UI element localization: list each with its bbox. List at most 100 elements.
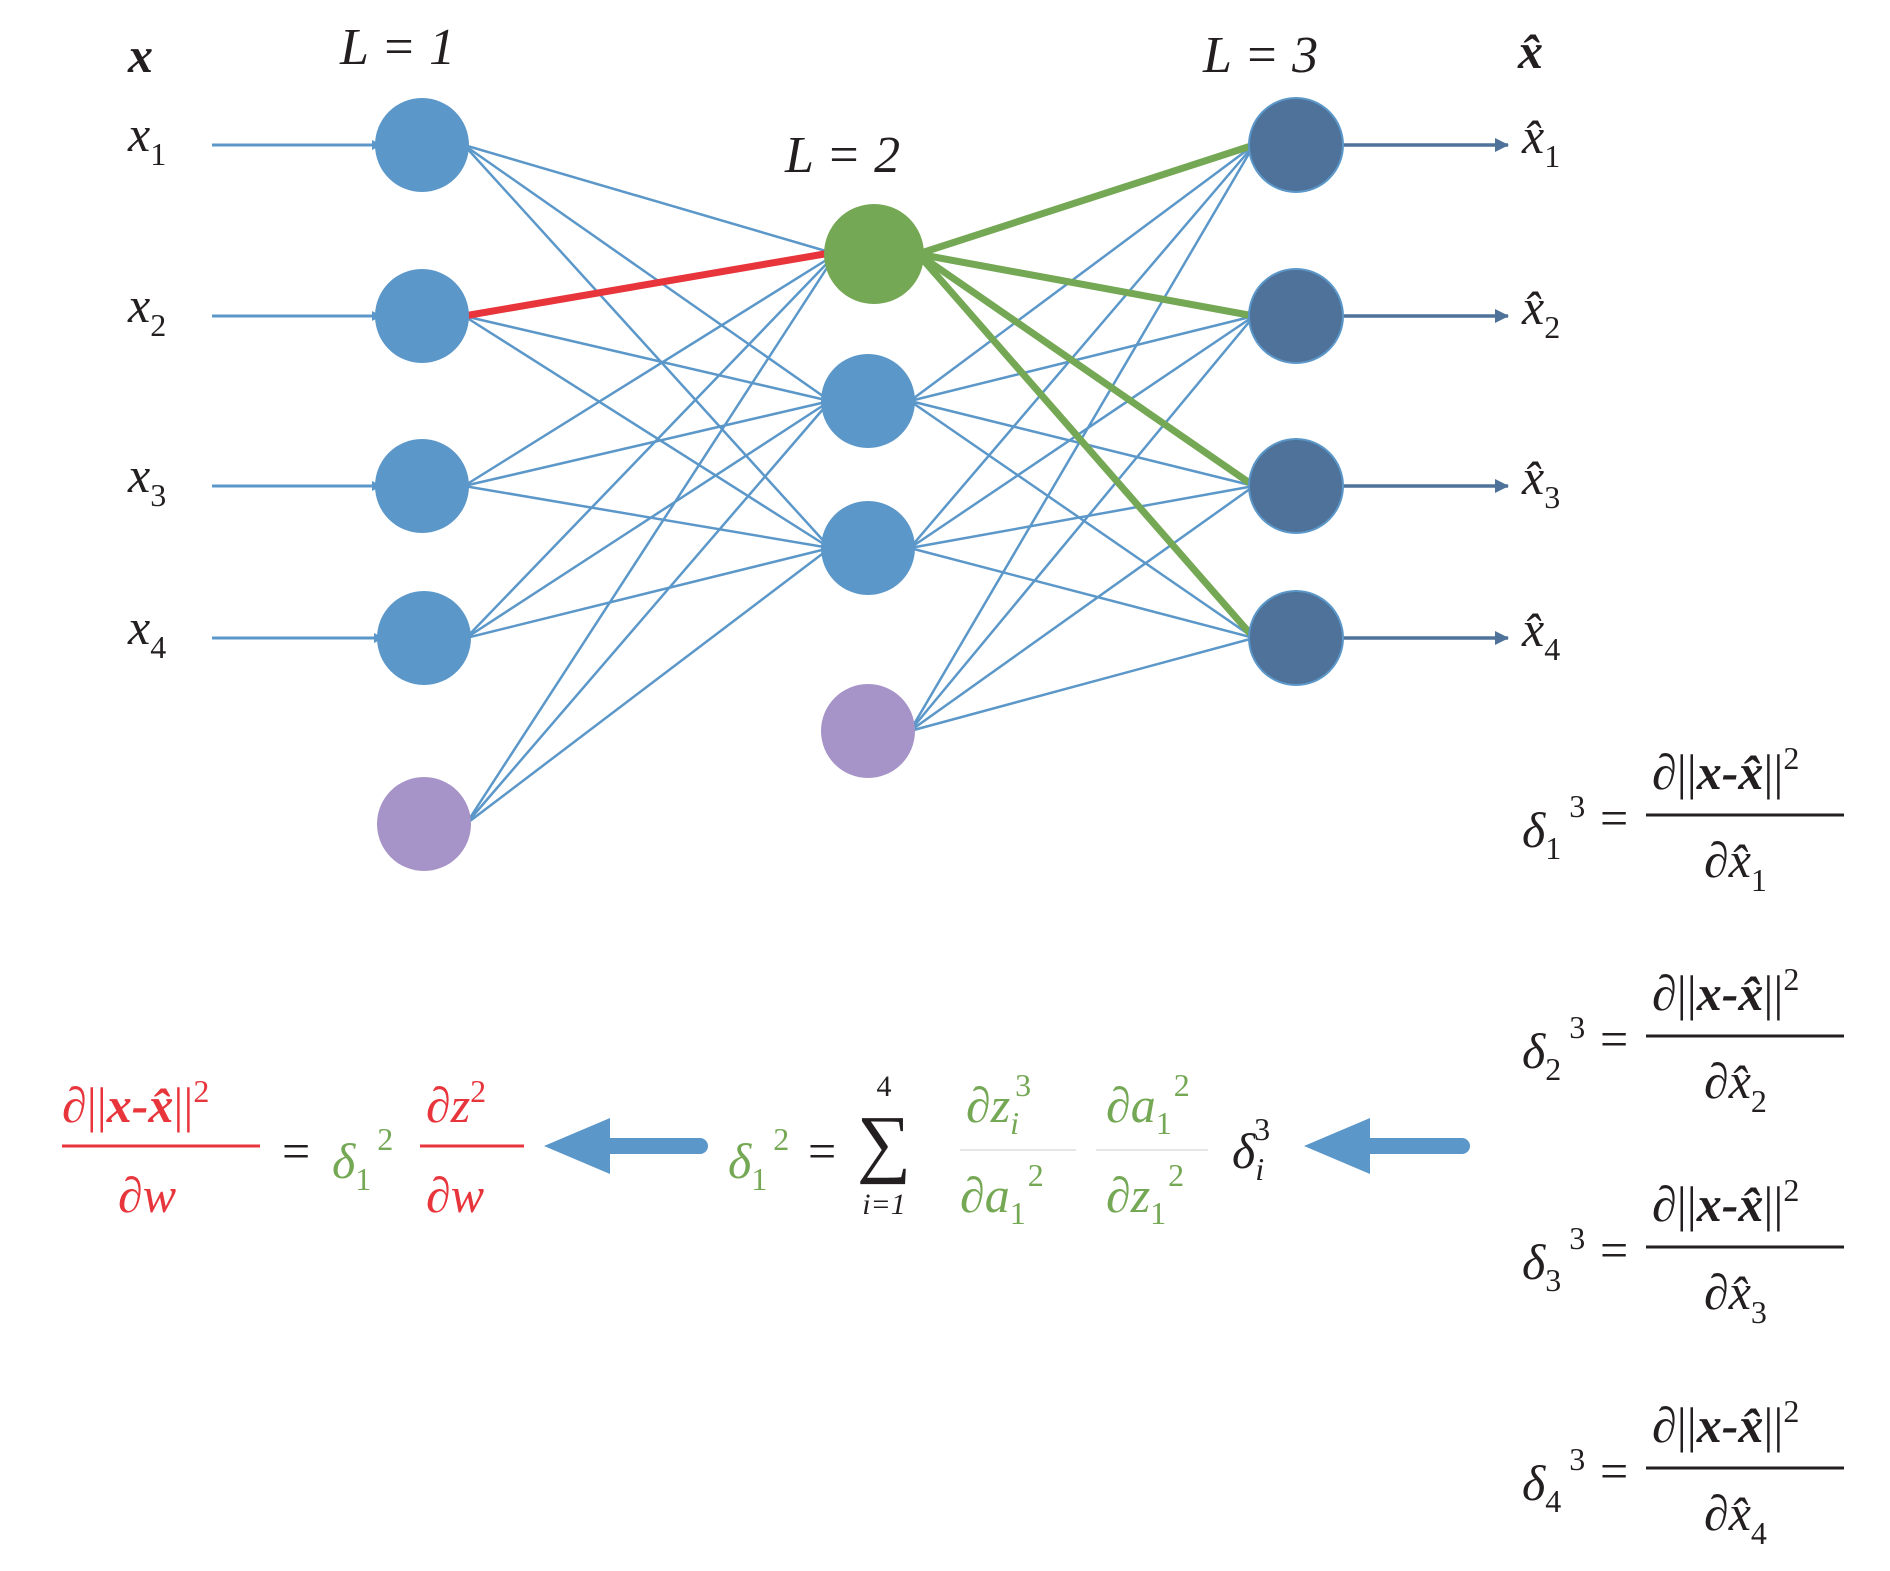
highlighted-edges	[460, 141, 1258, 642]
layer-1-label: L = 1	[339, 19, 455, 76]
l3-node-3	[1248, 438, 1344, 534]
edge-highlight-green-4	[914, 250, 1258, 642]
edge-l1-4-l2-2	[465, 399, 831, 640]
delta-equation-4: δ43=∂||x-x̂||2∂x̂4	[1522, 1393, 1844, 1551]
network-nodes	[375, 97, 1344, 871]
equals-sign-2: =	[808, 1123, 836, 1179]
delta-i-3: δi3	[1232, 1111, 1270, 1187]
edge-l1-4-l2-1	[465, 253, 837, 639]
backprop-arrow-right	[1304, 1118, 1470, 1174]
f2-denominator: ∂z12	[1106, 1157, 1184, 1231]
edge-l1-3-l2-1	[463, 252, 837, 488]
edge-l2-3-l3-2	[909, 314, 1255, 550]
delta-equals-4: =	[1600, 1443, 1628, 1499]
loss-denominator: ∂w	[118, 1167, 176, 1223]
l2-node-3	[821, 501, 915, 595]
delta-lhs-1: δ13	[1522, 788, 1585, 866]
edge-highlight-red	[460, 248, 840, 320]
delta-lhs-4: δ43	[1522, 1441, 1585, 1519]
output-label-1: x̂1	[1521, 108, 1560, 174]
delta-numerator-1: ∂||x-x̂||2	[1652, 740, 1799, 800]
l3-node-1	[1248, 97, 1344, 193]
edge-l2-2-l3-1	[909, 143, 1255, 403]
edge-l1-4-l2-3	[465, 546, 831, 640]
edge-l1-5-l2-2	[465, 400, 831, 825]
edge-l1-2-l2-3	[463, 314, 831, 550]
edge-l2-2-l3-2	[909, 314, 1255, 403]
delta-equals-3: =	[1600, 1222, 1628, 1278]
network-edges	[463, 143, 1256, 825]
dz-denominator: ∂w	[426, 1167, 484, 1223]
delta-numerator-3: ∂||x-x̂||2	[1652, 1172, 1799, 1232]
output-label-3: x̂3	[1521, 449, 1560, 515]
delta-equals-2: =	[1600, 1011, 1628, 1067]
f1-denominator: ∂a12	[960, 1157, 1044, 1231]
edge-l1-1-l2-3	[463, 144, 831, 549]
sum-upper-limit: 4	[877, 1070, 892, 1103]
edge-l1-5-l2-3	[465, 547, 831, 825]
output-label-4: x̂4	[1521, 601, 1560, 667]
edge-l1-3-l2-3	[463, 484, 831, 550]
output-delta-equations: δ13 = ∂||x-x̂||2 ∂x̂1 δ23 = ∂||x-x̂||2 ∂x̂2 δ33 =…	[1522, 740, 1844, 1551]
io-arrows	[212, 138, 1509, 645]
l1-node-3	[375, 439, 469, 533]
layer-3-label: L = 3	[1202, 27, 1318, 84]
edge-l1-3-l2-2	[463, 399, 831, 488]
loss-numerator: ∂||x-x̂||2	[62, 1073, 209, 1133]
delta-denominator-3: ∂x̂3	[1704, 1264, 1767, 1330]
delta-equation-3: δ33 = ∂||x-x̂||2 ∂x̂3	[1522, 1172, 1844, 1330]
l1-node-1	[375, 98, 469, 192]
edge-l2-3-l3-3	[909, 484, 1255, 550]
output-labels: x̂1 x̂2 x̂3 x̂4	[1521, 108, 1560, 667]
delta-1-2-b: δ12	[728, 1121, 789, 1197]
l3-node-2	[1248, 268, 1344, 364]
f1-numerator: ∂zi3	[966, 1067, 1031, 1141]
input-labels: x1 x2 x3 x4	[127, 106, 166, 665]
delta-numerator-2: ∂||x-x̂||2	[1652, 961, 1799, 1021]
delta-denominator-1: ∂x̂1	[1704, 832, 1767, 898]
dz-numerator: ∂z2	[426, 1073, 486, 1133]
edge-l2-4-l3-4	[909, 636, 1255, 733]
l3-node-4	[1248, 590, 1344, 686]
input-vector-label: x	[127, 27, 153, 83]
delta-equation-1: δ13 = ∂||x-x̂||2 ∂x̂1	[1522, 740, 1844, 898]
delta-equals-1: =	[1600, 790, 1628, 846]
input-label-3: x3	[127, 447, 166, 513]
l1-bias-node	[377, 777, 471, 871]
edge-l2-4-l3-2	[909, 315, 1255, 732]
sum-symbol: ∑	[857, 1101, 911, 1185]
l1-node-2	[375, 269, 469, 363]
delta-1-2-a: δ12	[332, 1121, 393, 1197]
backprop-arrow-left	[544, 1118, 708, 1174]
input-label-2: x2	[127, 277, 166, 343]
delta-denominator-2: ∂x̂2	[1704, 1053, 1767, 1119]
edge-l1-2-l2-2	[463, 314, 831, 403]
delta-lhs-2: δ23	[1522, 1009, 1585, 1087]
l2-bias-node	[821, 684, 915, 778]
equals-sign-1: =	[282, 1123, 310, 1179]
edge-l1-1-l2-1	[463, 143, 837, 256]
edge-l2-4-l3-3	[909, 484, 1255, 733]
output-vector-label: x̂	[1517, 23, 1543, 79]
l1-node-4	[377, 591, 471, 685]
edge-l2-2-l3-4	[909, 399, 1255, 640]
edge-highlight-green-1	[914, 141, 1258, 258]
sum-lower-limit: i=1	[862, 1188, 906, 1221]
edge-l1-1-l2-2	[463, 143, 831, 403]
edge-highlight-green-2	[914, 250, 1258, 320]
delta-equation-2: δ23 = ∂||x-x̂||2 ∂x̂2	[1522, 961, 1844, 1119]
delta-lhs-3: δ33	[1522, 1220, 1585, 1298]
l2-node-1	[824, 204, 924, 304]
delta-denominator-4: ∂x̂4	[1704, 1485, 1767, 1551]
edge-highlight-green-3	[914, 250, 1258, 490]
input-label-1: x1	[127, 106, 166, 172]
edge-l2-3-l3-4	[909, 546, 1255, 640]
layer-2-label: L = 2	[784, 127, 900, 184]
input-label-4: x4	[127, 599, 166, 665]
edge-l2-3-l3-1	[909, 144, 1255, 549]
output-label-2: x̂2	[1521, 279, 1560, 345]
edge-l1-5-l2-1	[464, 253, 838, 825]
f2-numerator: ∂a12	[1106, 1067, 1190, 1141]
